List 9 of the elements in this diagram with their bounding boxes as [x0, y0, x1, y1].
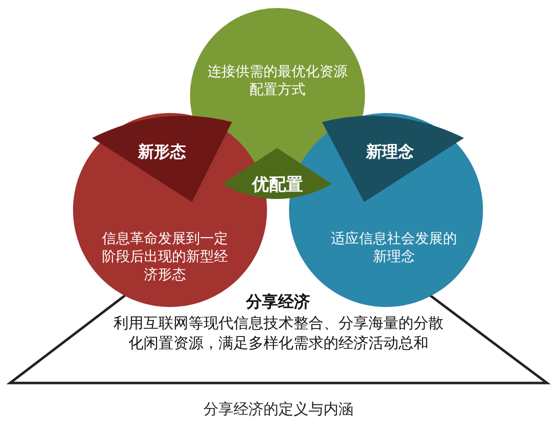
heading-text: 新形态 [136, 142, 187, 163]
description-text: 利用互联网等现代信息技术整合、分享海量的分散化闲置资源，满足多样化需求的经济活动总和 [112, 314, 444, 353]
description-text: 适应信息社会发展的新理念 [330, 230, 458, 266]
heading-text: 新理念 [364, 142, 415, 163]
description-text: 连接供需的最优化资源配置方式 [206, 63, 348, 100]
heading-text: 优配置 [250, 174, 304, 196]
heading-text: 分享经济 [244, 292, 311, 313]
description-text: 信息革命发展到一定阶段后出现的新型经济形态 [101, 230, 229, 285]
caption: 分享经济的定义与内涵 [204, 400, 354, 418]
